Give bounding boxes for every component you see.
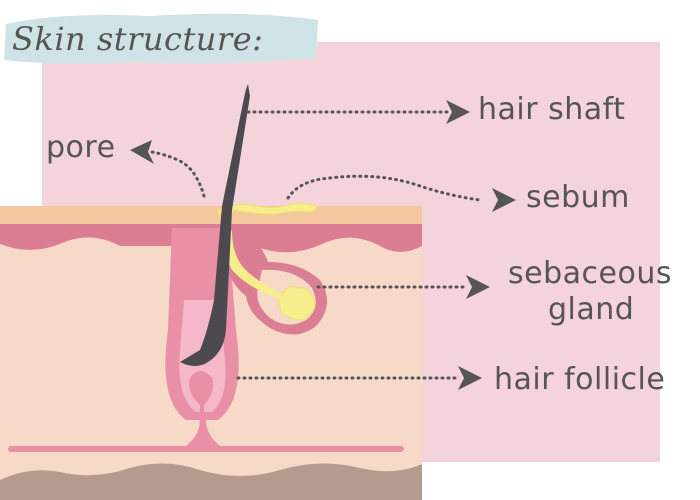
pore-pointer <box>150 150 206 198</box>
sebaceous-gland-arrowhead <box>466 275 490 299</box>
label-pore: pore <box>46 130 116 165</box>
sebum-arrowhead <box>492 188 516 212</box>
hair-follicle-arrowhead <box>458 366 482 390</box>
pore-arrowhead <box>130 140 154 164</box>
label-sebaceous-gland-line2: gland <box>548 292 635 327</box>
epidermis-layer <box>0 206 422 228</box>
dermal-papilla <box>189 371 213 452</box>
label-sebaceous-gland-line1: sebaceous <box>508 256 672 291</box>
title-highlight <box>4 13 318 64</box>
arrowheads <box>130 100 516 390</box>
diagram-title: Skin structure: <box>12 20 264 58</box>
label-sebum: sebum <box>526 180 630 215</box>
sebum-pointer <box>286 174 482 202</box>
fat-layer <box>0 463 422 500</box>
sebum-blob <box>278 286 316 321</box>
pointer-lines <box>150 110 482 380</box>
label-hair-follicle: hair follicle <box>494 362 666 397</box>
title-area: Skin structure: <box>2 10 320 66</box>
sebum-surface <box>217 202 317 215</box>
label-hair-shaft: hair shaft <box>478 92 626 127</box>
hair-shaft <box>180 84 250 366</box>
hair-shaft-arrowhead <box>446 100 470 124</box>
papilla-stem <box>180 420 226 450</box>
